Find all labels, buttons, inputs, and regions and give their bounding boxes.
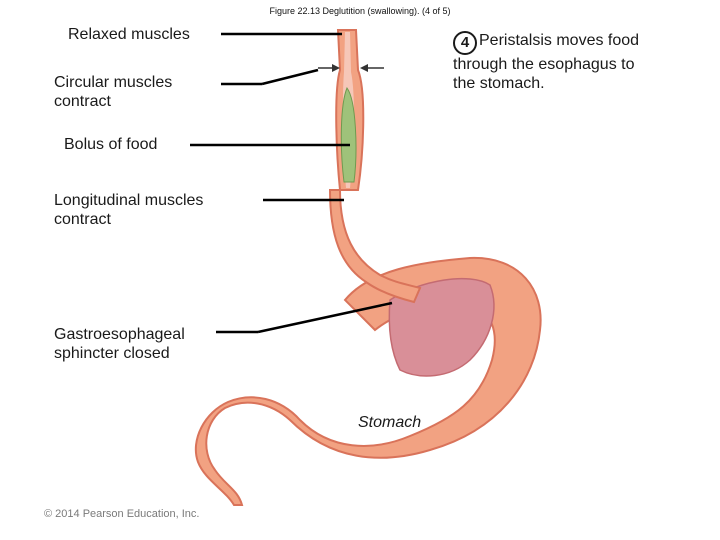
label-longitudinal-line2: contract: [54, 210, 203, 229]
label-stomach: Stomach: [358, 414, 421, 432]
label-circular-muscles-line1: Circular muscles: [54, 73, 172, 92]
label-circular-muscles-line2: contract: [54, 92, 172, 111]
leader-circular-muscles-diag: [262, 70, 318, 84]
label-sphincter-line2: sphincter closed: [54, 344, 185, 363]
label-longitudinal-muscles: Longitudinal muscles contract: [54, 191, 203, 229]
label-circular-muscles: Circular muscles contract: [54, 73, 172, 111]
copyright-notice: © 2014 Pearson Education, Inc.: [44, 508, 199, 520]
label-sphincter-line1: Gastroesophageal: [54, 325, 185, 344]
label-sphincter: Gastroesophageal sphincter closed: [54, 325, 185, 363]
step-number-badge: 4: [453, 31, 477, 55]
label-longitudinal-line1: Longitudinal muscles: [54, 191, 203, 210]
label-bolus: Bolus of food: [64, 135, 157, 154]
esophagus-lower: [330, 190, 420, 302]
step-text: Peristalsis moves food through the esoph…: [453, 32, 639, 92]
label-relaxed-muscles: Relaxed muscles: [68, 25, 190, 44]
